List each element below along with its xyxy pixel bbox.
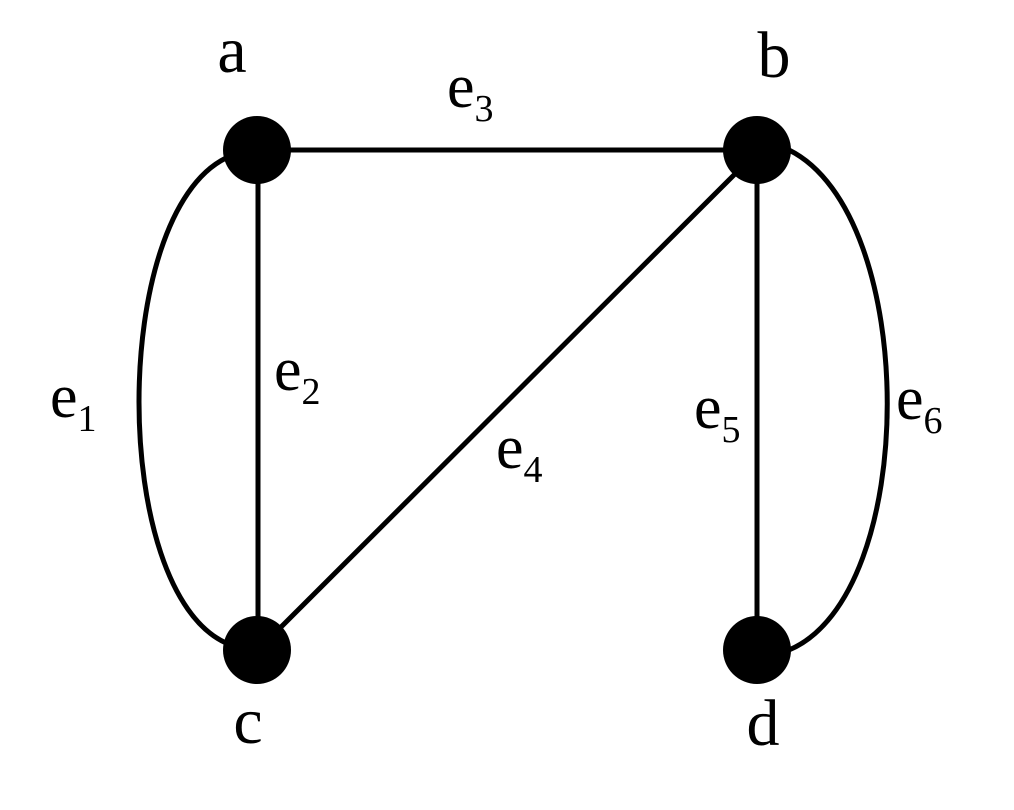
edge-label-e4-base: e	[496, 414, 524, 482]
vertex-c	[223, 616, 291, 684]
edge-e1	[136, 155, 228, 646]
vertex-label-b: b	[758, 19, 791, 92]
edge-label-e4-sub: 4	[524, 449, 543, 491]
edge-label-e6: e6	[896, 365, 943, 442]
edge-label-e2: e2	[274, 336, 321, 413]
edge-e6	[787, 147, 890, 653]
edge-e4	[256, 150, 759, 652]
vertex-b	[723, 116, 791, 184]
vertex-d	[723, 616, 791, 684]
edge-label-e5-sub: 5	[722, 409, 741, 451]
edge-label-e3-sub: 3	[475, 88, 494, 130]
edge-label-e2-sub: 2	[302, 371, 321, 413]
edge-label-e1: e1	[50, 363, 97, 440]
edge-label-e3-base: e	[447, 53, 475, 121]
edge-label-e6-sub: 6	[924, 400, 943, 442]
edge-label-e1-sub: 1	[78, 398, 97, 440]
edge-label-e3: e3	[447, 53, 494, 130]
edge-label-e2-base: e	[274, 336, 302, 404]
vertex-label-d: d	[747, 687, 780, 760]
edge-label-e1-base: e	[50, 363, 78, 431]
edge-label-e4: e4	[496, 414, 543, 491]
vertex-a	[223, 116, 291, 184]
vertex-label-c: c	[233, 685, 262, 758]
edge-label-e6-base: e	[896, 365, 924, 433]
edge-label-e5-base: e	[694, 374, 722, 442]
edge-label-e5: e5	[694, 374, 741, 451]
vertex-label-a: a	[217, 14, 246, 87]
